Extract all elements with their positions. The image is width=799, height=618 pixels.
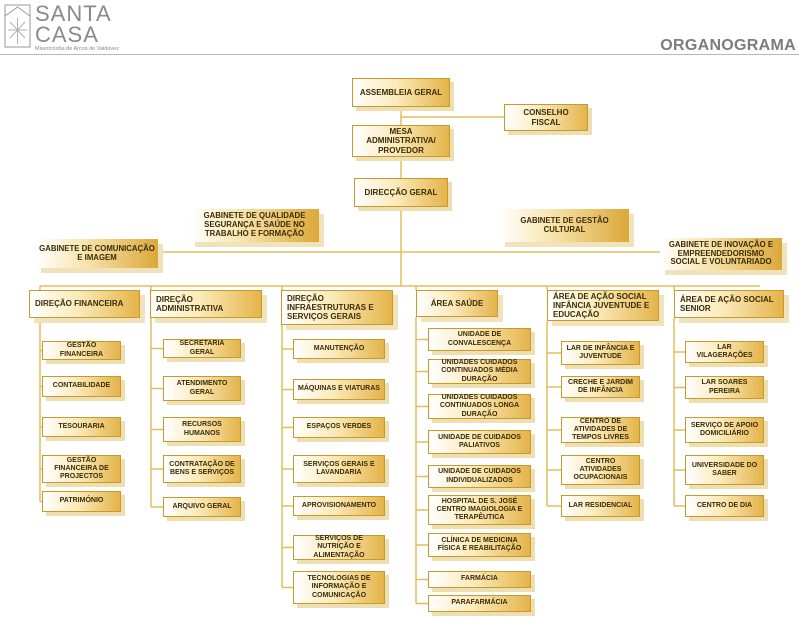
department-item-box: CLÍNICA DE MEDICINA FÍSICA E REABILITAÇÃ… — [428, 533, 531, 557]
brand-tagline: Misericórdia de Arcos de Valdevez — [35, 46, 119, 52]
department-item-box: PARAFARMÁCIA — [428, 595, 531, 612]
department-item-box: GESTÃO FINANCEIRA — [42, 341, 121, 360]
department-item-box: CENTRO DE ATIVIDADES DE TEMPOS LIVRES — [561, 417, 640, 443]
department-item-box: CONTABILIDADE — [42, 376, 121, 397]
department-item-box: RECURSOS HUMANOS — [163, 417, 241, 442]
department-item-box: CENTRO ATIVIDADES OCUPACIONAIS — [561, 455, 640, 485]
department-item-box: SERVIÇOS GERAIS E LAVANDARIA — [293, 455, 385, 483]
department-item-box: UNIDADES CUIDADOS CONTINUADOS LONGA DURA… — [428, 394, 531, 419]
gabinete-comunicacao-box: GABINETE DE COMUNICAÇÃO E IMAGEM — [36, 239, 158, 268]
assembleia-geral-box: ASSEMBLEIA GERAL — [352, 78, 450, 107]
department-item-box: LAR RESIDENCIAL — [561, 495, 640, 517]
department-head-box: ÁREA DE AÇÃO SOCIAL SENIOR — [674, 290, 784, 318]
department-item-box: ATENDIMENTO GERAL — [163, 376, 241, 401]
gabinete-inovacao-box: GABINETE DE INOVAÇÃO E EMPREENDEDORISMO … — [660, 238, 782, 270]
department-item-box: SECRETARIA GERAL — [163, 339, 241, 358]
department-head-box: DIREÇÃO FINANCEIRA — [29, 290, 140, 318]
department-item-box: CENTRO DE DIA — [685, 495, 764, 517]
department-item-box: SERVIÇO DE APOIO DOMICILIÁRIO — [685, 417, 764, 443]
department-item-box: UNIDADES CUIDADOS CONTINUADOS MÉDIA DURA… — [428, 359, 531, 384]
department-item-box: LAR VILAGERAÇÕES — [685, 341, 764, 363]
mesa-administrativa-box: MESA ADMINISTRATIVA/ PROVEDOR — [352, 125, 450, 157]
brand-name-line2: CASA — [35, 22, 99, 47]
department-item-box: CRECHE E JARDIM DE INFÂNCIA — [561, 376, 640, 398]
department-item-box: LAR SOARES PEREIRA — [685, 376, 764, 399]
department-head-box: ÁREA SAÚDE — [416, 290, 498, 317]
department-item-box: CONTRATAÇÃO DE BENS E SERVIÇOS — [163, 455, 241, 483]
gabinete-cultural-box: GABINETE DE GESTÃO CULTURAL — [500, 209, 629, 242]
header-divider — [0, 54, 799, 55]
department-item-box: ESPAÇOS VERDES — [293, 417, 385, 438]
department-item-box: MÁQUINAS E VIATURAS — [293, 379, 385, 400]
department-head-box: DIREÇÃO INFRAESTRUTURAS E SERVIÇOS GERAI… — [281, 290, 393, 325]
page-title: ORGANOGRAMA — [660, 37, 796, 54]
department-item-box: UNIDADE DE CUIDADOS PALIATIVOS — [428, 430, 531, 454]
department-item-box: ARQUIVO GERAL — [163, 497, 241, 517]
direccao-geral-box: DIRECÇÃO GERAL — [354, 178, 448, 207]
department-item-box: TECNOLOGIAS DE INFORMAÇÃO E COMUNICAÇÃO — [293, 571, 385, 604]
department-item-box: PATRIMÓNIO — [42, 491, 121, 512]
department-item-box: UNIVERSIDADE DO SABER — [685, 455, 764, 485]
department-item-box: HOSPITAL DE S. JOSÉ CENTRO IMAGIOLOGIA E… — [428, 495, 531, 525]
department-item-box: TESOURARIA — [42, 417, 121, 437]
brand-name-line1: SANTA — [35, 1, 112, 26]
conselho-fiscal-box: CONSELHO FISCAL — [504, 104, 588, 131]
logo: SANTA CASA Misericórdia de Arcos de Vald… — [4, 2, 144, 54]
department-item-box: MANUTENÇÃO — [293, 339, 385, 359]
department-item-box: UNIDADE DE CONVALESCENÇA — [428, 328, 531, 351]
department-item-box: FARMÁCIA — [428, 571, 531, 588]
department-item-box: UNIDADE DE CUIDADOS INDIVIDUALIZADOS — [428, 465, 531, 488]
department-head-box: ÁREA DE AÇÃO SOCIAL INFÂNCIA JUVENTUDE E… — [547, 290, 659, 321]
department-item-box: APROVISIONAMENTO — [293, 496, 385, 516]
gabinete-qualidade-box: GABINETE DE QUALIDADE SEGURANÇA E SAÚDE … — [190, 209, 319, 242]
santa-casa-logo-icon — [4, 4, 31, 48]
department-item-box: GESTÃO FINANCEIRA DE PROJECTOS — [42, 455, 121, 483]
department-head-box: DIREÇÃO ADMINISTRATIVA — [150, 290, 262, 318]
department-item-box: SERVIÇOS DE NUTRIÇÃO E ALIMENTAÇÃO — [293, 535, 385, 560]
department-item-box: LAR DE INFÂNCIA E JUVENTUDE — [561, 341, 640, 365]
